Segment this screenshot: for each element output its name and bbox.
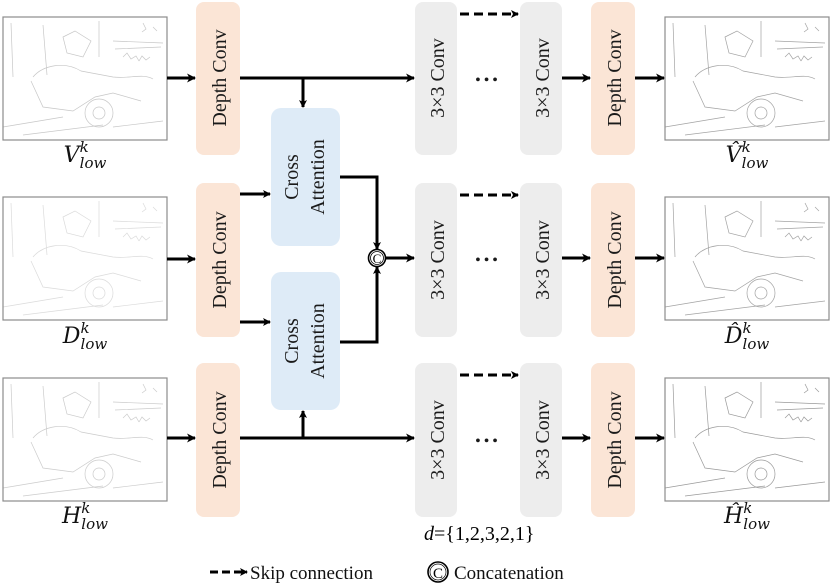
output-label-d-base: D̂: [724, 323, 743, 349]
output-label-v-base: V̂: [726, 142, 744, 168]
svg-text:d={1,2,3,2,1}: d={1,2,3,2,1}: [424, 523, 534, 545]
depth-conv-in-h: Depth Conv: [196, 363, 240, 517]
output-label-h-base: Ĥ: [723, 502, 744, 529]
output-label-v-sub: low: [742, 154, 769, 172]
depth-conv-out-d-label: Depth Conv: [604, 211, 626, 308]
conv3x3-a-d: 3×3 Conv: [415, 183, 457, 337]
concat-node: C: [367, 248, 387, 268]
ellipsis-h: •••: [475, 433, 501, 450]
cross-attention-1-line2: Attention: [307, 139, 329, 215]
depth-conv-in-v-label: Depth Conv: [209, 29, 231, 126]
output-label-d-sup: k: [742, 319, 751, 337]
conv3x3-a-h-label: 3×3 Conv: [427, 400, 449, 480]
cross-attention-1-line1: Cross: [281, 154, 303, 200]
input-label-v-sub: low: [80, 154, 107, 172]
legend-concat-label: Concatenation: [454, 563, 564, 584]
ellipsis-d: •••: [475, 252, 501, 269]
output-label-d-sub: low: [743, 335, 770, 353]
connections: [167, 10, 665, 443]
conv3x3-b-h: 3×3 Conv: [520, 363, 562, 517]
input-image-v: [2, 16, 168, 141]
legend-concat-icon: [427, 561, 449, 583]
conv3x3-b-d-label: 3×3 Conv: [532, 220, 554, 300]
conv3x3-b-h-label: 3×3 Conv: [532, 400, 554, 480]
output-label-v-sup: k: [742, 138, 751, 156]
depth-conv-out-h: Depth Conv: [591, 363, 635, 517]
depth-conv-out-v-label: Depth Conv: [604, 29, 626, 126]
input-label-d-sub: low: [81, 335, 108, 353]
dilation-label: d={1,2,3,2,1}: [424, 523, 534, 545]
line-cross-attention-2-to-concat: [340, 266, 381, 344]
legend: Skip connection C Concatenation: [210, 561, 564, 584]
dilation-var: d: [424, 523, 435, 545]
legend-skip-label: Skip connection: [250, 563, 373, 584]
depth-conv-out-h-label: Depth Conv: [604, 391, 626, 488]
conv3x3-a-v: 3×3 Conv: [415, 2, 457, 155]
output-image-v: [664, 16, 830, 141]
input-label-h-sub: low: [81, 515, 108, 533]
conv3x3-a-h: 3×3 Conv: [415, 363, 457, 517]
conv3x3-a-v-label: 3×3 Conv: [427, 38, 449, 118]
input-label-v-base: V: [64, 143, 82, 168]
input-label-d-base: D: [62, 324, 81, 349]
conv3x3-a-d-label: 3×3 Conv: [427, 220, 449, 300]
depth-conv-in-d-label: Depth Conv: [209, 211, 231, 308]
depth-conv-in-v: Depth Conv: [196, 2, 240, 155]
ellipsis-v: •••: [475, 72, 501, 89]
dilation-values: ={1,2,3,2,1}: [434, 523, 534, 545]
conv3x3-b-v-label: 3×3 Conv: [532, 38, 554, 118]
output-label-h-sup: k: [743, 499, 752, 517]
input-label-h-sup: k: [81, 499, 90, 517]
concat-symbol: C: [373, 251, 382, 266]
output-label-h-sub: low: [743, 515, 770, 533]
conv3x3-b-d: 3×3 Conv: [520, 183, 562, 337]
cross-attention-2: Cross Attention: [271, 272, 340, 410]
depth-conv-in-h-label: Depth Conv: [209, 391, 231, 488]
input-label-d-sup: k: [80, 319, 89, 337]
input-label-v-sup: k: [80, 138, 89, 156]
conv3x3-b-v: 3×3 Conv: [520, 2, 562, 155]
cross-attention-1: Cross Attention: [271, 108, 340, 246]
legend-concat-symbol: C: [433, 566, 443, 582]
cross-attention-2-line1: Cross: [281, 318, 303, 364]
line-cross-attention-1-to-concat: [340, 175, 381, 250]
input-label-h-base: H: [61, 504, 82, 529]
output-image-h: [664, 377, 830, 502]
depth-conv-out-d: Depth Conv: [591, 183, 635, 337]
input-image-h: [2, 377, 168, 502]
output-image-d: [664, 196, 830, 321]
input-image-d: [2, 196, 168, 321]
cross-attention-2-line2: Attention: [307, 303, 329, 379]
depth-conv-in-d: Depth Conv: [196, 183, 240, 337]
depth-conv-out-v: Depth Conv: [591, 2, 635, 155]
